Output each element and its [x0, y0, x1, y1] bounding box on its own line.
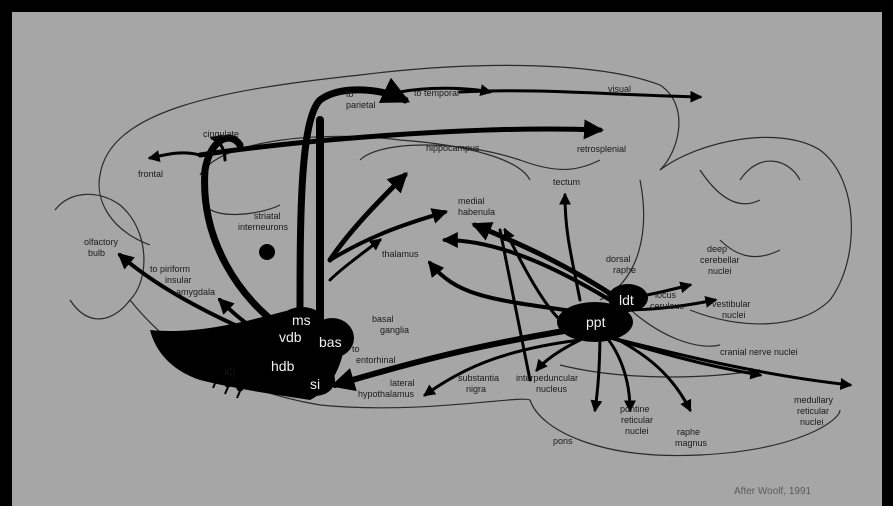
credit-text: After Woolf, 1991 — [734, 486, 812, 497]
label-deep-2: cerebellar — [700, 255, 740, 265]
label-medial-habenula-2: habenula — [458, 207, 495, 217]
label-lateral-2: hypothalamus — [358, 389, 415, 399]
label-piriform-3: amygdala — [176, 287, 215, 297]
label-dorsal-raphe-2: raphe — [613, 265, 636, 275]
label-pontine-2: reticular — [621, 415, 653, 425]
label-to-parietal-1: to — [346, 89, 354, 99]
label-to-parietal-2: parietal — [346, 100, 376, 110]
label-to-temporal: to temporal — [414, 88, 459, 98]
label-medullary-2: reticular — [797, 406, 829, 416]
label-frontal: frontal — [138, 169, 163, 179]
label-thalamus: thalamus — [382, 249, 419, 259]
label-substantia-1: substantia — [458, 373, 499, 383]
label-ldt: ldt — [619, 292, 634, 308]
label-bas: bas — [319, 334, 342, 350]
label-piriform-2: insular — [165, 275, 192, 285]
label-raphe-magnus-2: magnus — [675, 438, 708, 448]
label-medullary-3: nuclei — [800, 417, 824, 427]
label-icj: ICj — [224, 367, 235, 377]
label-pontine-3: nuclei — [625, 426, 649, 436]
label-ms: ms — [292, 312, 311, 328]
label-tectum: tectum — [553, 177, 580, 187]
label-vestibular-2: nuclei — [722, 310, 746, 320]
label-lateral-1: lateral — [390, 378, 415, 388]
label-olfactory-2: bulb — [88, 248, 105, 258]
label-entorhinal-2: entorhinal — [356, 355, 396, 365]
label-medial-habenula-1: medial — [458, 196, 485, 206]
label-interped-1: interpeduncular — [516, 373, 578, 383]
label-hippocampus: hippocampus — [426, 143, 480, 153]
label-vdb: vdb — [279, 329, 302, 345]
label-raphe-magnus-1: raphe — [677, 427, 700, 437]
label-piriform-1: to piriform — [150, 264, 190, 274]
label-striatal-2: interneurons — [238, 222, 289, 232]
label-interped-2: nucleus — [536, 384, 568, 394]
label-entorhinal-1: to — [352, 344, 360, 354]
label-locus-1: locus — [655, 290, 677, 300]
label-basal-1: basal — [372, 314, 394, 324]
label-dorsal-raphe-1: dorsal — [606, 254, 631, 264]
label-ppt: ppt — [586, 314, 606, 330]
label-olfactory-1: olfactory — [84, 237, 119, 247]
label-pons: pons — [553, 436, 573, 446]
label-striatal-1: striatal — [254, 211, 281, 221]
label-pontine-1: pontine — [620, 404, 650, 414]
label-locus-2: ceruleus — [650, 301, 685, 311]
label-substantia-2: nigra — [466, 384, 486, 394]
label-deep-3: nuclei — [708, 266, 732, 276]
label-hdb: hdb — [271, 358, 295, 374]
label-medullary-1: medullary — [794, 395, 834, 405]
label-cingulate: cingulate — [203, 129, 239, 139]
label-si: si — [310, 376, 320, 392]
label-retrosplenial: retrosplenial — [577, 144, 626, 154]
label-vestibular-1: vestibular — [712, 299, 751, 309]
label-cranial: cranial nerve nuclei — [720, 347, 798, 357]
label-deep-1: deep — [707, 244, 727, 254]
label-basal-2: ganglia — [380, 325, 409, 335]
region-labels: to parietal to temporal visual cingulate… — [84, 84, 834, 448]
label-visual: visual — [608, 84, 631, 94]
